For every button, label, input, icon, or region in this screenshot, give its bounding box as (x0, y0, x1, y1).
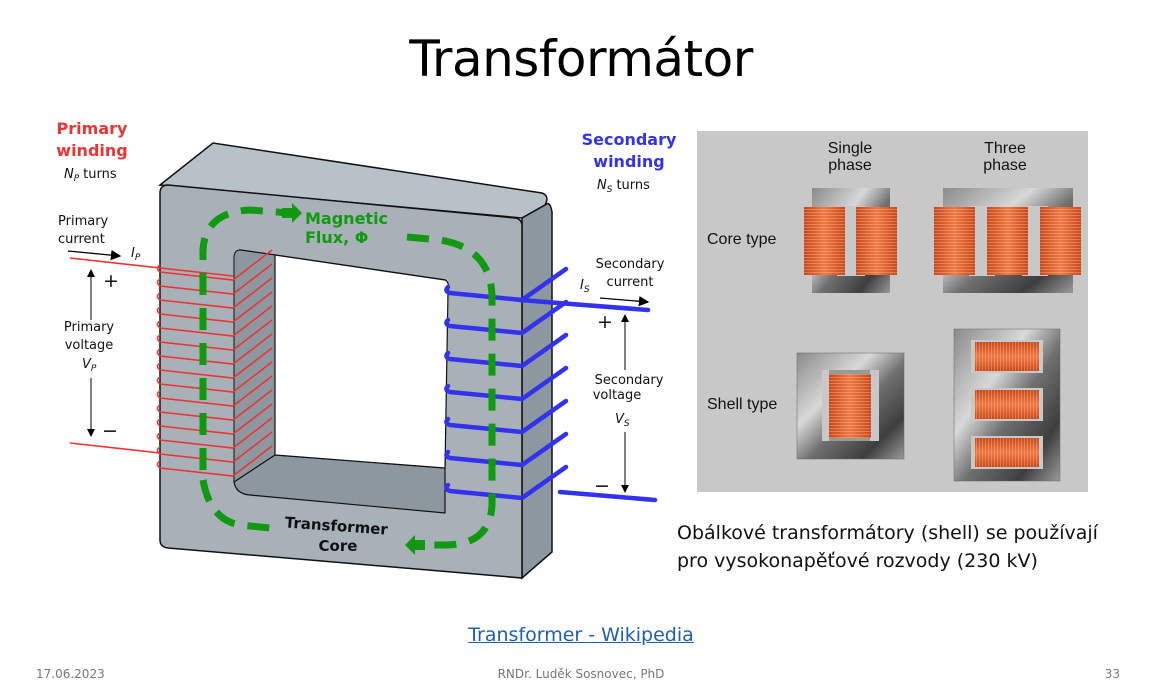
flux-path-right (406, 233, 496, 549)
primary-coil-loop (156, 376, 161, 385)
secondary-winding-label-line1: Secondary (582, 130, 677, 149)
secondary-current-symbol: IS (580, 278, 590, 295)
core-type-label: Core type (707, 231, 777, 248)
three-phase-shell-type (953, 328, 1061, 482)
secondary-coil-turn (444, 431, 569, 468)
flux-label-line2: Flux, Φ (305, 228, 368, 247)
secondary-current-label-line1: Secondary (596, 257, 665, 272)
primary-coil-turn (159, 389, 273, 421)
primary-coil (69, 249, 273, 477)
primary-coil-loop (156, 292, 161, 301)
flux-label-line1: Magnetic (305, 209, 388, 228)
primary-coil-turn (159, 431, 273, 463)
flux-path (199, 206, 291, 470)
secondary-plus: + (597, 311, 613, 333)
wikipedia-link[interactable]: Transformer - Wikipedia (468, 624, 694, 646)
core-hole (274, 254, 450, 469)
primary-coil-turn (159, 361, 273, 393)
secondary-coil-turn (444, 266, 569, 303)
page-number: 33 (1104, 667, 1120, 681)
primary-plus: + (103, 270, 119, 292)
primary-coil-loop (156, 348, 161, 357)
single-phase-shell-type (796, 352, 905, 460)
types-illustrations (796, 188, 1081, 482)
core-hole-left-wall (233, 249, 276, 483)
core-label-line2: Core (319, 537, 358, 555)
primary-current-label-line1: Primary (58, 214, 109, 229)
footer-author: RNDr. Luděk Sosnovec, PhD (497, 667, 665, 681)
primary-winding-label-line2: winding (56, 141, 127, 160)
secondary-coil-turn (444, 332, 569, 369)
primary-voltage-symbol: VP (82, 357, 97, 374)
primary-coil-loop (156, 334, 161, 343)
primary-winding-label-line1: Primary (57, 119, 128, 138)
primary-coil-turn (159, 277, 273, 309)
secondary-coil-turn (444, 365, 569, 402)
primary-coil-turn (159, 319, 273, 351)
shell-type-label: Shell type (707, 396, 778, 413)
primary-voltage-label-line1: Primary (64, 320, 115, 335)
secondary-voltage-symbol: VS (615, 412, 630, 429)
primary-coil-loop (156, 320, 161, 329)
primary-current-symbol: IP (131, 246, 141, 263)
primary-current-arrow (67, 249, 122, 261)
primary-voltage-label-line2: voltage (65, 338, 114, 353)
secondary-coil-turn (444, 299, 569, 336)
single-phase-core-type (804, 188, 897, 293)
primary-coil-turn (159, 375, 273, 407)
secondary-winding-label-line2: winding (593, 152, 664, 171)
primary-coil-loop (156, 306, 161, 315)
primary-coil-turn (159, 263, 273, 295)
primary-coil-turn (159, 305, 273, 337)
primary-coil-turn (159, 249, 273, 281)
primary-coil-loop (156, 432, 161, 441)
note-line-1: Obálkové transformátory (shell) se použí… (677, 522, 1098, 544)
flux-arrow-top (282, 203, 302, 223)
primary-coil-turn (159, 291, 273, 323)
three-phase-core-type (934, 188, 1081, 293)
primary-coil-loop (156, 278, 161, 287)
secondary-coil (444, 266, 658, 503)
secondary-voltage-label-line2: voltage (593, 388, 642, 403)
primary-coil-turn (159, 333, 273, 365)
primary-coil-loop (156, 404, 161, 413)
primary-coil-loop (156, 362, 161, 371)
primary-coil-turn (159, 445, 273, 477)
primary-coil-loop (156, 418, 161, 427)
secondary-minus: − (594, 475, 610, 497)
secondary-coil-turn (444, 464, 569, 501)
primary-minus: − (102, 420, 118, 442)
flux-path-bottom (199, 479, 271, 532)
core-hole-bottom-wall (233, 454, 446, 514)
wikipedia-link-container: Transformer - Wikipedia (0, 624, 1162, 646)
primary-coil-loop (156, 460, 161, 469)
primary-coil-loop (156, 390, 161, 399)
shell-transformer-note: Obálkové transformátory (shell) se použí… (677, 519, 1098, 575)
primary-coil-turn (159, 347, 273, 379)
primary-coil-turn (159, 403, 273, 435)
primary-coil-loop (156, 264, 161, 273)
secondary-voltage-label-line1: Secondary (595, 373, 664, 388)
slide-title: Transformátor (409, 30, 753, 88)
note-line-2: pro vysokonapěťové rozvody (230 kV) (677, 550, 1038, 572)
secondary-current-label-line2: current (607, 275, 654, 290)
primary-coil-turn (159, 417, 273, 449)
primary-coil-loop (156, 446, 161, 455)
flux-arrow-bottom (405, 535, 425, 555)
secondary-coil-turn (444, 398, 569, 435)
transformer-diagram: Magnetic Flux, Φ Transformer Core Primar… (56, 119, 677, 580)
primary-current-label-line2: current (58, 232, 105, 247)
secondary-current-arrow (599, 296, 650, 307)
footer-date: 17.06.2023 (36, 667, 105, 681)
